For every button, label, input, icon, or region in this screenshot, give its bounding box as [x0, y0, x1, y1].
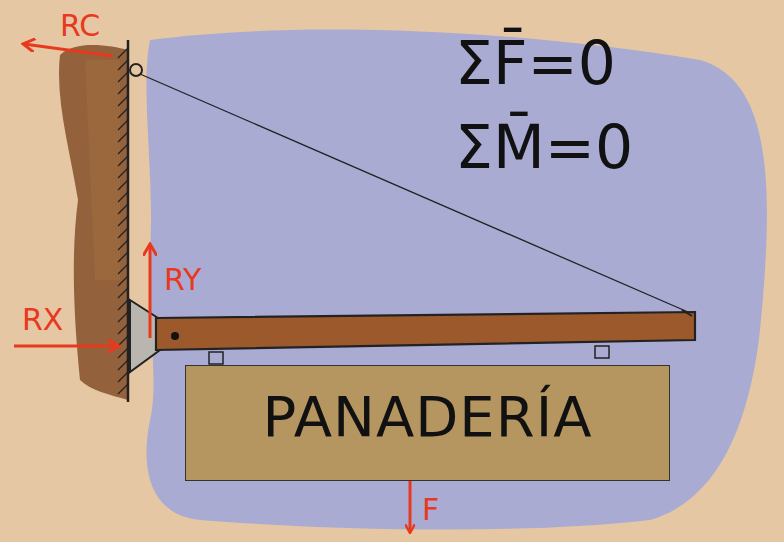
cable	[140, 74, 688, 312]
wall-hatch	[118, 48, 128, 394]
force-arrow	[14, 345, 118, 348]
wall-line	[127, 40, 130, 402]
pin	[171, 332, 179, 340]
force-arrow	[409, 474, 412, 532]
hanger	[595, 346, 609, 358]
force-label: RX	[22, 302, 63, 337]
sign-text: PANADERÍA	[263, 384, 593, 449]
sign-board: PANADERÍA	[185, 365, 670, 481]
force-label: RY	[164, 262, 201, 297]
force-label: RC	[60, 8, 100, 43]
force-label: F	[422, 492, 439, 527]
wall-shade	[85, 60, 120, 280]
background-blob	[146, 30, 766, 530]
beam	[156, 312, 695, 350]
hanger	[209, 352, 223, 364]
force-arrow	[24, 44, 112, 56]
equation: ΣF̄=0	[455, 28, 616, 98]
equation: ΣM̄=0	[455, 112, 633, 182]
cable-end	[682, 310, 692, 316]
force-arrow	[149, 245, 152, 338]
